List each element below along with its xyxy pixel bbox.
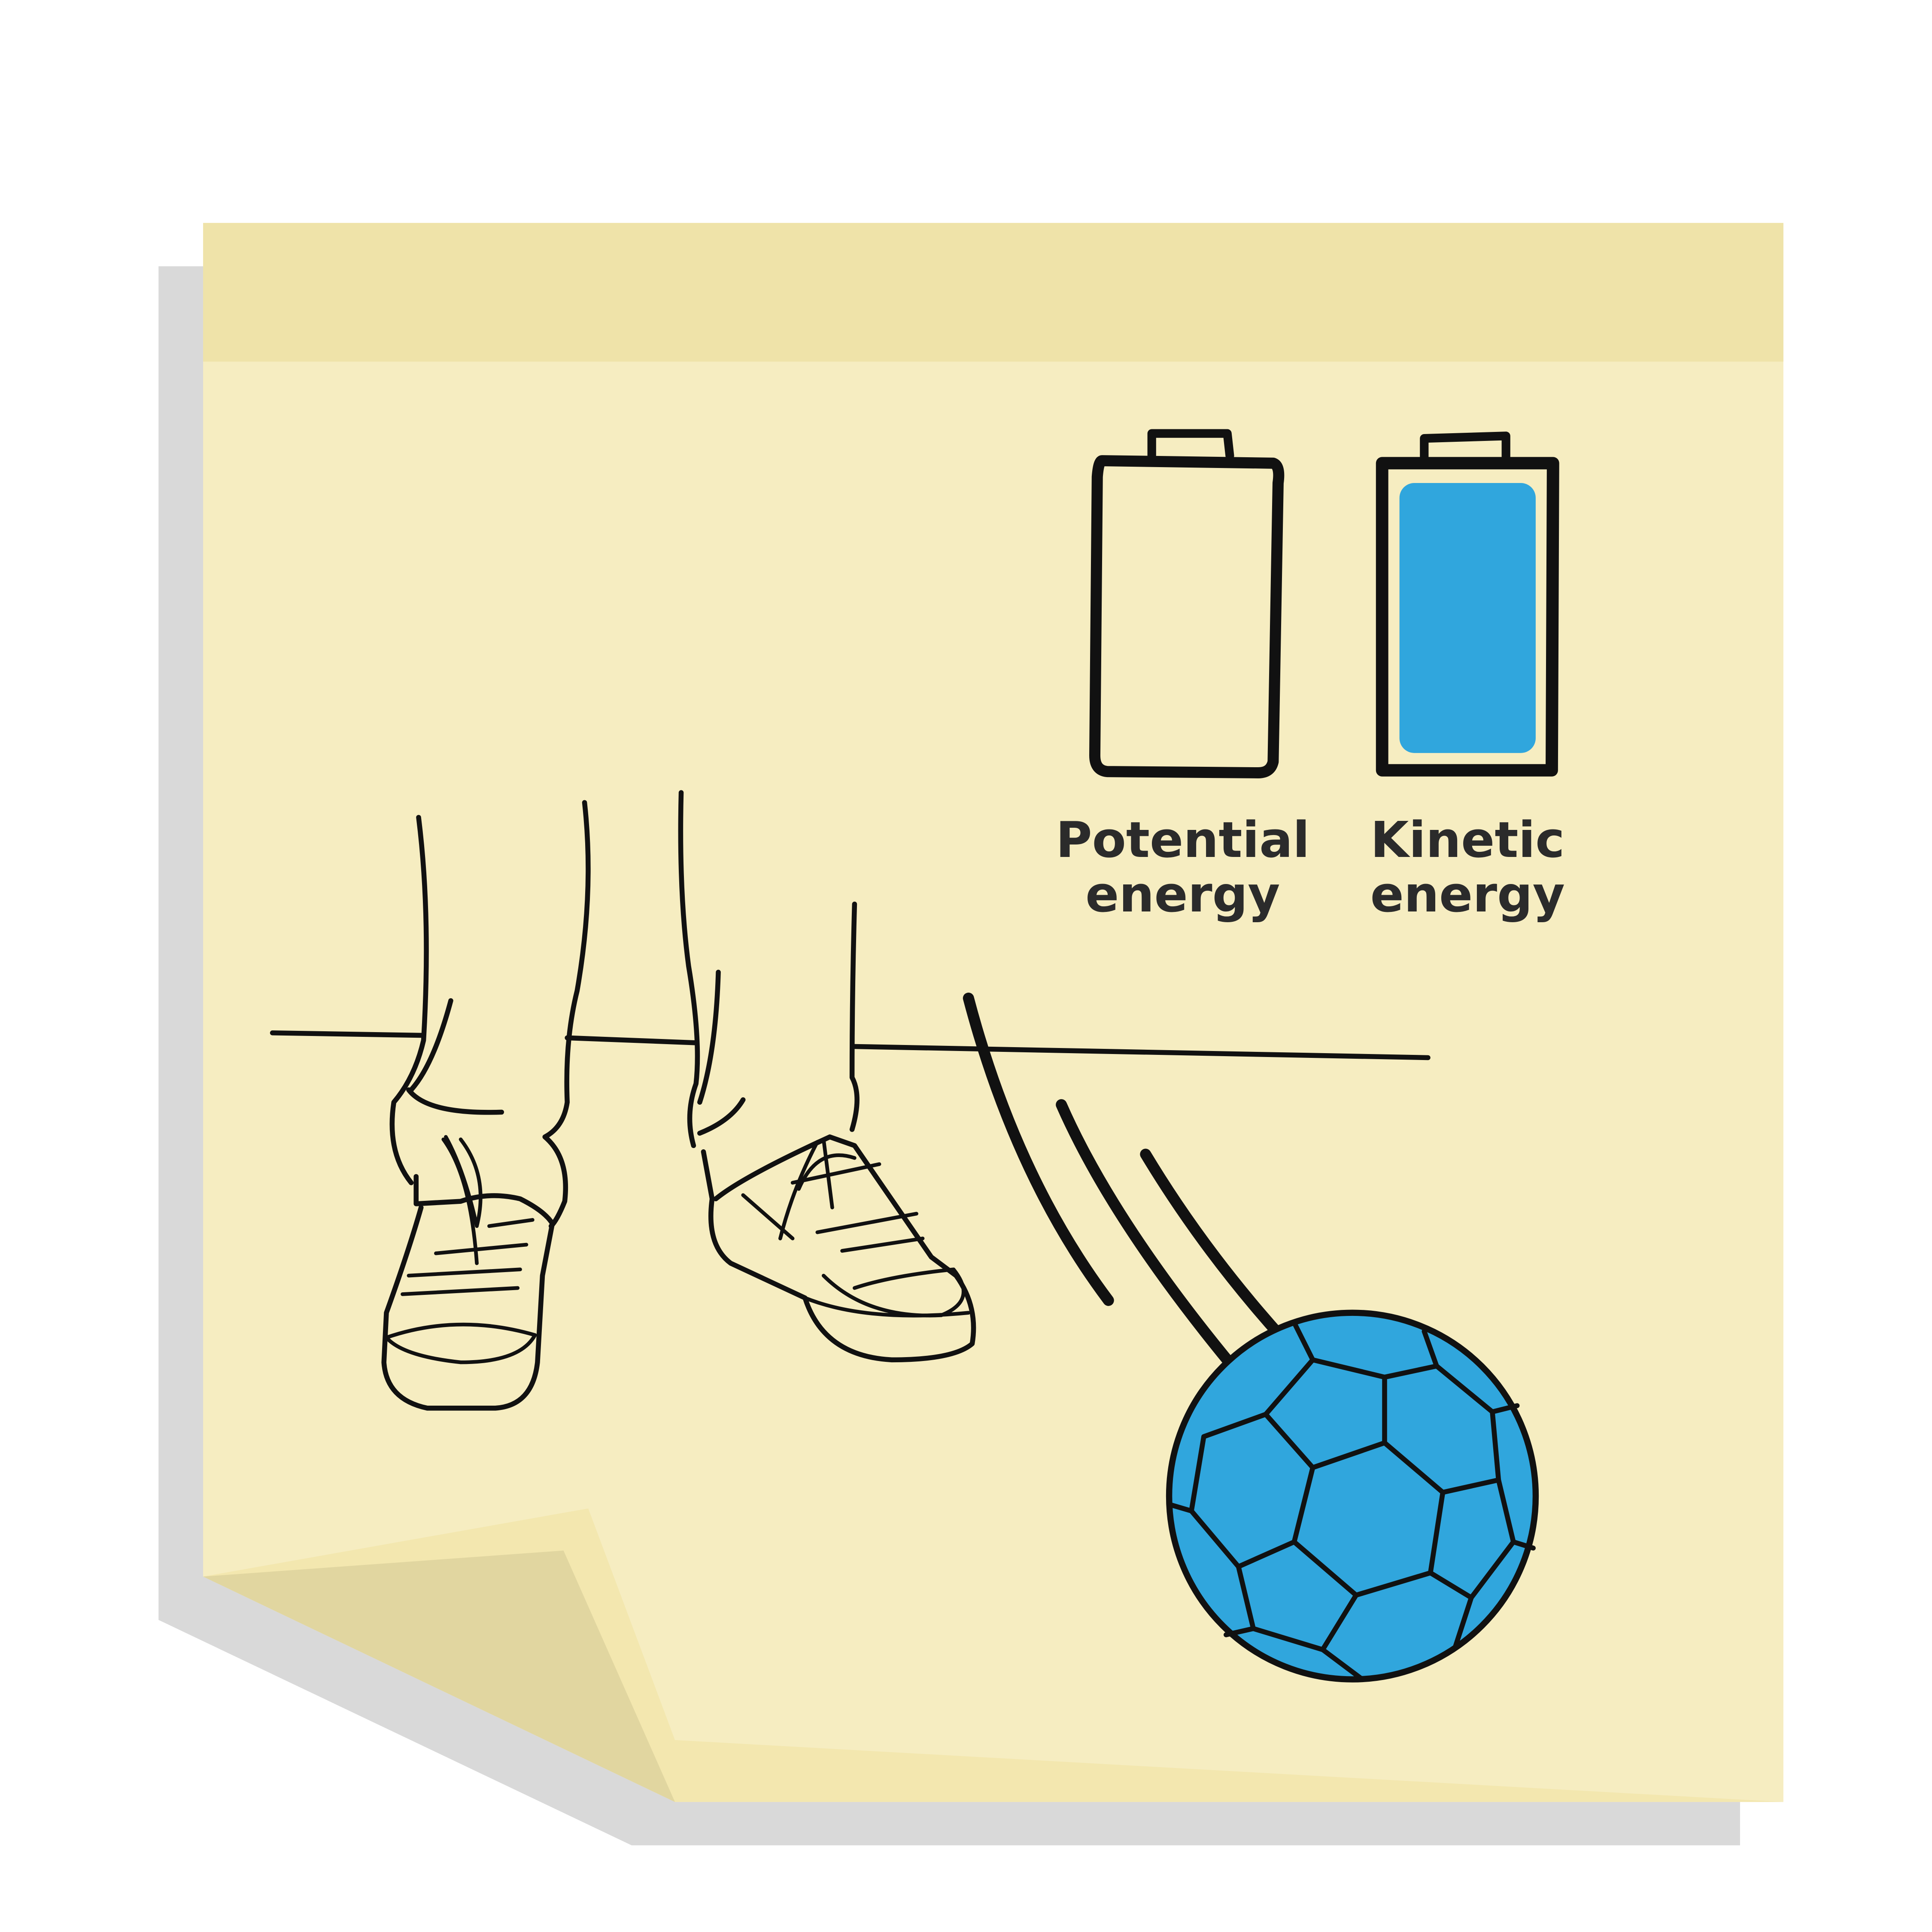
right-shoe-drawing [701, 1134, 976, 1363]
kinetic-label-line2: energy [1370, 866, 1565, 923]
soccer-ball-icon [1166, 1309, 1539, 1683]
kinetic-energy-fill [1399, 483, 1536, 753]
note-top-band [203, 223, 1783, 362]
kinetic-energy-battery-icon [1376, 431, 1559, 777]
potential-label-line1: Potential [1056, 811, 1309, 869]
kinetic-label-line1: Kinetic [1370, 811, 1564, 869]
ground-line [270, 1030, 1431, 1060]
legs-drawing [389, 790, 860, 1229]
potential-energy-battery-icon [1089, 429, 1285, 778]
left-shoe-drawing [381, 1135, 555, 1411]
potential-label-line2: energy [1085, 866, 1280, 923]
note-folded-corner [203, 1550, 675, 1802]
